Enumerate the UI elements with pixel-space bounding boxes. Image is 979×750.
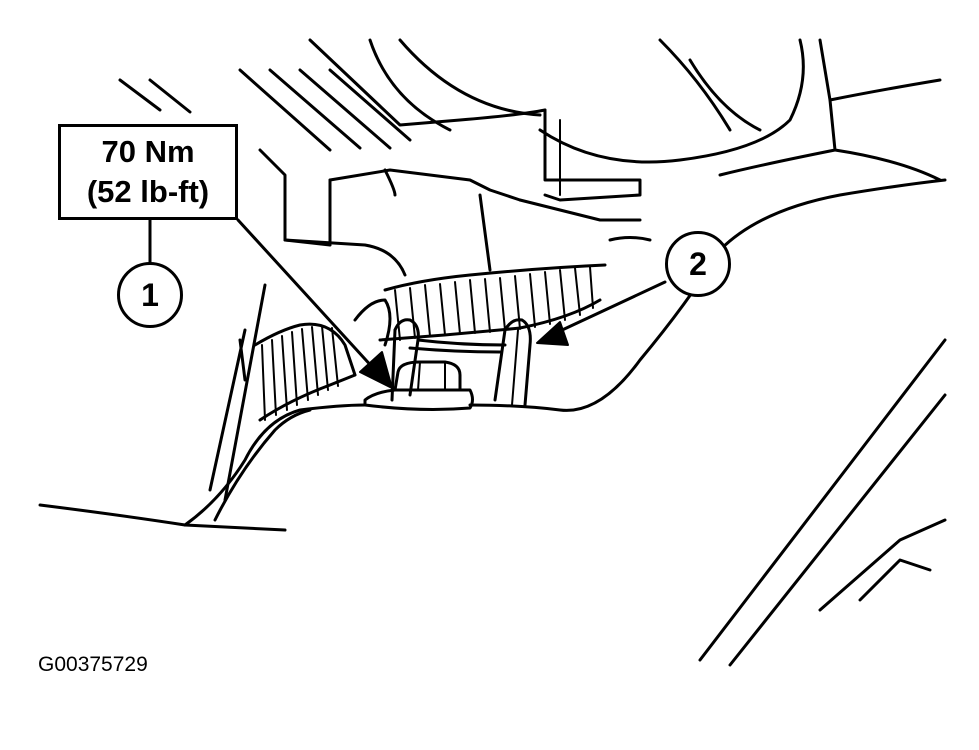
torque-metric: 70 Nm <box>101 134 195 169</box>
torque-imperial: (52 lb-ft) <box>86 174 210 209</box>
callout-2-number: 2 <box>689 245 707 282</box>
upper-structure <box>118 38 942 202</box>
callout-1-number: 1 <box>141 276 159 313</box>
figure-id: G00375729 <box>38 653 148 676</box>
threaded-shaft <box>353 263 607 347</box>
main-housing <box>38 178 947 667</box>
callout-2: 2 <box>665 231 731 297</box>
leader-lines <box>148 218 667 372</box>
arrowhead-1 <box>359 351 393 389</box>
torque-spec-label: 70 Nm (52 lb-ft) <box>58 124 238 220</box>
bracket-body <box>258 148 652 277</box>
arrowhead-2 <box>536 321 569 346</box>
callout-1: 1 <box>117 262 183 328</box>
mounting-bolt <box>363 360 474 411</box>
